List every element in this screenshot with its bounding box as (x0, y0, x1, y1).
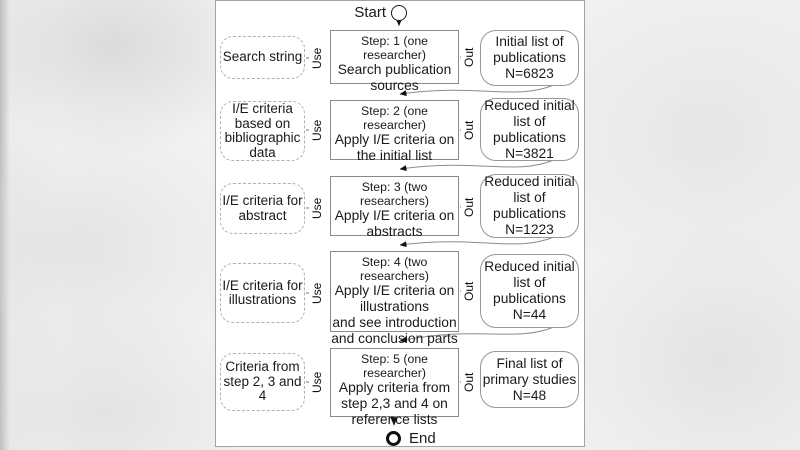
end-label: End (409, 430, 436, 447)
input-box-illustrations: I/E criteria for illustrations (220, 263, 305, 323)
step-title-1: Step: 1 (one researcher) (361, 34, 428, 62)
out-label-5: Out (461, 368, 477, 396)
use-label-5: Use (309, 368, 325, 396)
step-body-3: Apply I/E criteria on abstracts (334, 208, 455, 239)
step-body-4: Apply I/E criteria on illustrations and … (331, 283, 458, 346)
end-node-icon (386, 431, 401, 446)
start-label: Start (354, 4, 386, 21)
input-box-search-string: Search string (220, 36, 305, 79)
step-box-3: Step: 3 (two researchers) Apply I/E crit… (330, 176, 459, 239)
use-label-4: Use (309, 279, 325, 307)
out-label-3: Out (461, 193, 477, 221)
out-label-1: Out (461, 43, 477, 71)
use-label-2: Use (309, 116, 325, 144)
input-box-criteria-234: Criteria from step 2, 3 and 4 (220, 353, 305, 411)
step-title-3: Step: 3 (two researchers) (359, 180, 430, 208)
step-box-5: Step: 5 (one researcher) Apply criteria … (330, 348, 459, 427)
use-label-3: Use (309, 194, 325, 222)
start-node-icon (391, 5, 407, 21)
step-body-2: Apply I/E criteria on the initial list (334, 132, 455, 163)
output-box-2: Reduced initial list of publications N=3… (480, 98, 579, 161)
flowchart-panel: Start Search string Use Step: 1 (one res… (215, 0, 585, 447)
step-title-4: Step: 4 (two researchers) (359, 255, 430, 283)
step-box-4: Step: 4 (two researchers) Apply I/E crit… (330, 251, 459, 346)
output-box-5: Final list of primary studies N=48 (480, 351, 579, 408)
use-label-1: Use (309, 44, 325, 72)
step-title-2: Step: 2 (one researcher) (361, 104, 428, 132)
out-label-4: Out (461, 277, 477, 305)
step-title-5: Step: 5 (one researcher) (361, 352, 428, 380)
input-box-abstract: I/E criteria for abstract (220, 183, 305, 234)
output-box-3: Reduced initial list of publications N=1… (480, 174, 579, 238)
step-box-2: Step: 2 (one researcher) Apply I/E crite… (330, 100, 459, 163)
step-body-1: Search publication sources (337, 62, 452, 93)
output-box-4: Reduced initial list of publications N=4… (480, 254, 579, 328)
input-box-bibliographic: I/E criteria based on bibliographic data (220, 101, 305, 161)
out-label-2: Out (461, 116, 477, 144)
output-box-1: Initial list of publications N=6823 (480, 30, 579, 86)
step-box-1: Step: 1 (one researcher) Search publicat… (330, 30, 459, 93)
step-body-5: Apply criteria from step 2,3 and 4 on re… (338, 380, 451, 427)
